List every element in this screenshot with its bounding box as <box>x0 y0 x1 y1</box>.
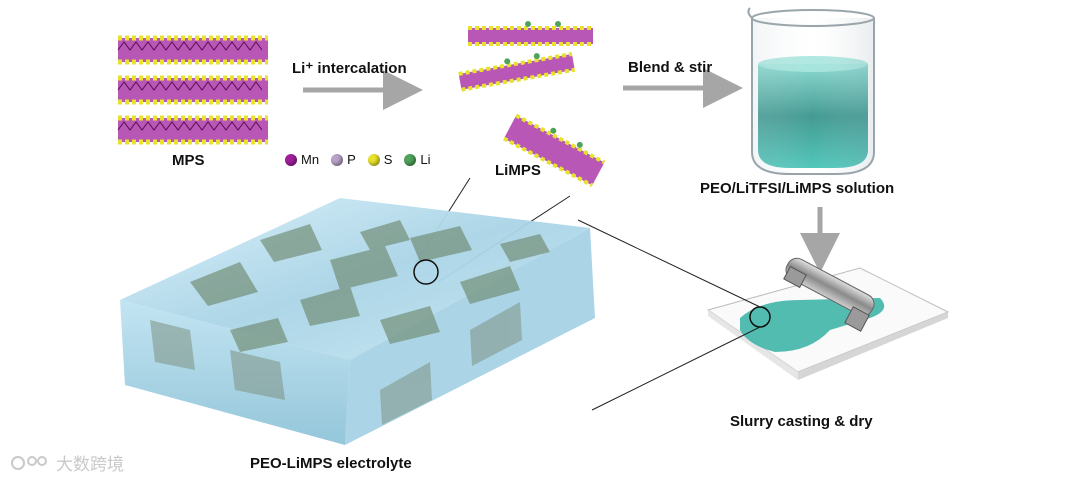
p-dot-icon <box>331 153 344 166</box>
mn-dot-icon <box>285 153 297 166</box>
electrolyte-slab <box>120 198 595 445</box>
s-dot-icon <box>367 153 380 166</box>
limps-label: LiMPS <box>495 162 541 179</box>
legend-li: Li <box>420 152 431 167</box>
zoom-circle-slab <box>413 259 439 285</box>
watermark-logo-icon <box>11 455 47 470</box>
mps-layer <box>117 35 268 65</box>
casting-setup <box>706 257 950 380</box>
watermark-text: 大数跨境 <box>56 455 124 475</box>
watermark: 大数跨境 <box>10 450 124 475</box>
mps-layer <box>117 75 268 105</box>
legend-p: P <box>347 152 356 167</box>
mps-label: MPS <box>172 152 205 169</box>
atom-legend: Mn P S Li <box>285 152 431 167</box>
slurry-label: Slurry casting & dry <box>730 413 873 430</box>
electrolyte-label: PEO-LiMPS electrolyte <box>250 455 412 472</box>
mps-structure <box>117 35 268 145</box>
mps-layer <box>117 115 268 145</box>
intercalation-label: Li⁺ intercalation <box>292 60 407 77</box>
li-dot-icon <box>404 153 417 166</box>
solution-label: PEO/LiTFSI/LiMPS solution <box>700 180 895 197</box>
legend-mn: Mn <box>301 152 320 167</box>
roller-icon <box>783 257 875 332</box>
beaker <box>747 7 875 175</box>
legend-s: S <box>383 152 393 167</box>
blend-label: Blend & stir <box>628 59 713 76</box>
limps-structure <box>458 21 606 188</box>
